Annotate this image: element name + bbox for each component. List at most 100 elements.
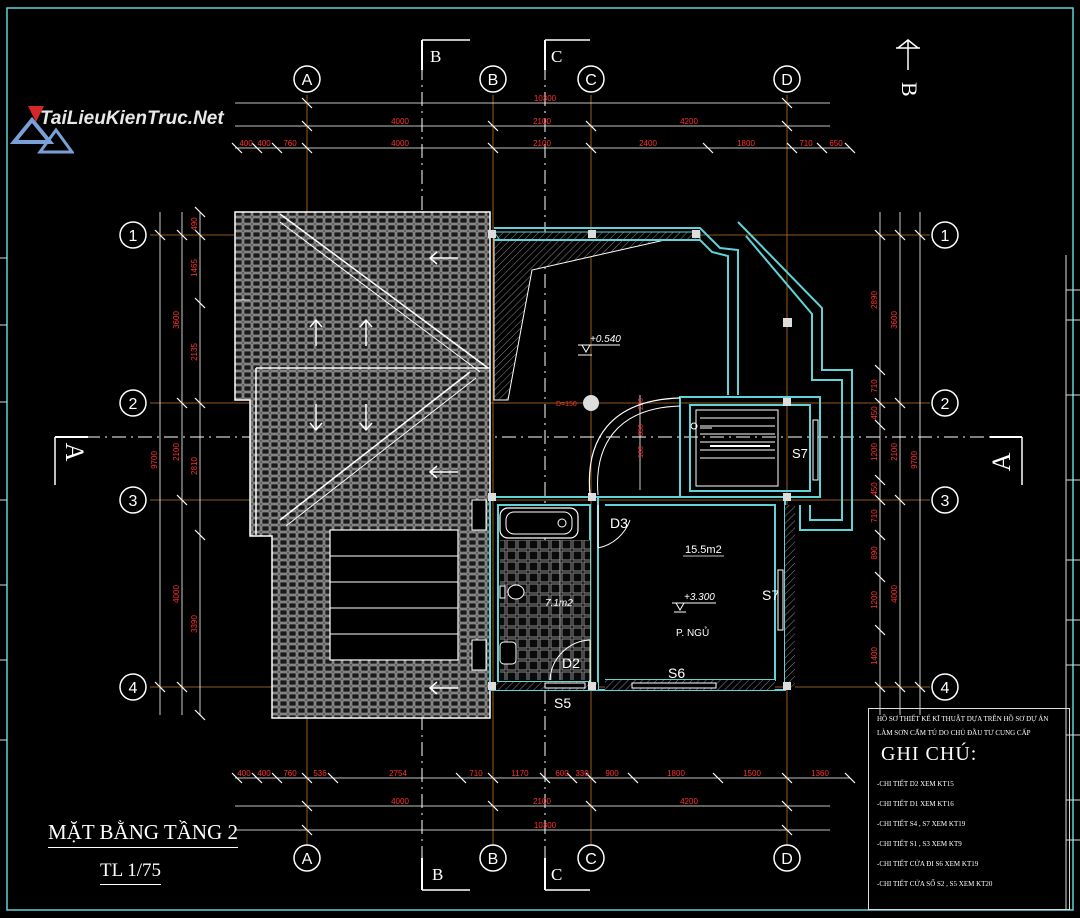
dim-top-overall: 10300	[534, 94, 557, 103]
door-d3-swing	[597, 505, 631, 549]
svg-text:3: 3	[941, 493, 950, 510]
dim-bottom-detail-13: 1360	[811, 769, 829, 778]
dim-left-detail-2: 1465	[190, 259, 199, 277]
grid-bubble-a-bottom: A	[293, 844, 321, 872]
section-marker-b-top-right	[896, 39, 920, 70]
dim-top-main-1: 4000	[391, 117, 409, 126]
watermark-logo: TaiLieuKienTruc.Net	[40, 108, 224, 129]
dim-right-detail-5: 450	[870, 482, 879, 496]
grid-bubble-c-top: C	[577, 65, 605, 93]
door-d2-swing	[549, 639, 591, 682]
grid-bubble-1-left: 1	[119, 221, 147, 249]
dim-left-main-3: 4000	[172, 585, 181, 603]
area-room: 15.5m2	[685, 544, 722, 556]
svg-text:3: 3	[129, 493, 138, 510]
dim-stair-2: 850	[638, 424, 645, 436]
columns	[488, 230, 792, 690]
level-room: +3.300	[684, 592, 715, 603]
level-upper: +0.540	[590, 334, 621, 345]
dim-right-detail-1: 2890	[870, 291, 879, 309]
dimension-lines	[159, 102, 921, 831]
section-cut-lines	[54, 39, 1023, 891]
svg-text:B: B	[488, 72, 499, 89]
grid-bubble-1-right: 1	[931, 221, 959, 249]
dim-bottom-main-2: 2100	[533, 797, 551, 806]
svg-text:4: 4	[941, 680, 950, 697]
dim-top-detail-7: 1800	[737, 139, 755, 148]
dim-bottom-detail-4: 536	[313, 769, 327, 778]
grid-bubble-3-right: 3	[931, 486, 959, 514]
dim-top-detail-5: 2100	[533, 139, 551, 148]
column-note: D=150	[556, 401, 577, 408]
dim-right-detail-2: 710	[870, 379, 879, 393]
dim-left-detail-1: 490	[190, 217, 199, 231]
grid-bubble-b-bottom: B	[479, 844, 507, 872]
dim-bottom-detail-7: 1170	[511, 769, 529, 778]
svg-text:D: D	[781, 851, 793, 868]
grid-bubble-3-left: 3	[119, 486, 147, 514]
window-s7-room: S7	[762, 587, 779, 603]
grid-bubble-2-left: 2	[119, 389, 147, 417]
grid-bubble-d-bottom: D	[773, 844, 801, 872]
door-d3: D3	[610, 515, 628, 531]
svg-text:4: 4	[129, 680, 138, 697]
grid-bubble-4-right: 4	[931, 673, 959, 701]
section-label-a-left: A	[60, 443, 89, 462]
hatched-strip	[493, 231, 701, 241]
note-item: -CHI TIẾT S1 , S3 XEM KT9	[877, 840, 962, 848]
svg-text:2: 2	[941, 396, 950, 413]
section-label-c-bottom: C	[551, 865, 562, 884]
section-label-b-bottom: B	[432, 865, 443, 884]
dim-bottom-main-1: 4000	[391, 797, 409, 806]
dim-bottom-detail-11: 1800	[667, 769, 685, 778]
svg-text:C: C	[585, 851, 597, 868]
section-label-b-top-right: B	[897, 82, 922, 97]
dim-right-overall: 9700	[910, 451, 919, 469]
note-item: -CHI TIẾT S4 , S7 XEM KT19	[877, 820, 966, 828]
svg-text:C: C	[585, 72, 597, 89]
level-upper-marker	[578, 344, 620, 356]
level-room-marker	[672, 602, 716, 613]
left-frame-ticks	[0, 257, 7, 741]
section-label-a-right: A	[987, 452, 1016, 471]
dim-left-main-1: 3600	[172, 311, 181, 329]
notes-header-line-2: LÀM SƠN CẨM TÚ DO CHỦ ĐẦU TƯ CUNG CẤP	[877, 729, 1031, 737]
svg-text:1: 1	[941, 228, 950, 245]
notes-header-line-1: HỒ SƠ THIẾT KẾ KĨ THUẬT DỰA TRÊN HỒ SƠ D…	[877, 715, 1049, 723]
room-name: P. NGỦ	[676, 626, 709, 639]
dim-bottom-detail-9: 330	[575, 769, 589, 778]
watermark-logo-mark	[10, 106, 74, 154]
grid-bubble-d-top: D	[773, 65, 801, 93]
svg-text:A: A	[302, 72, 313, 89]
dim-top-main-2: 2100	[533, 117, 551, 126]
stair	[690, 409, 779, 487]
roof-area	[234, 211, 491, 719]
dim-bottom-detail-1: 400	[237, 769, 251, 778]
dim-left-detail-3: 2135	[190, 343, 199, 361]
drawing-title: MẶT BẰNG TẦNG 2	[48, 820, 238, 848]
dim-right-detail-6: 710	[870, 509, 879, 523]
dim-top-detail-2: 400	[257, 139, 271, 148]
area-wc: 7.1m2	[545, 598, 573, 609]
dim-left-main-2: 2100	[172, 443, 181, 461]
window-s5: S5	[554, 695, 571, 711]
grid-bubble-b-top: B	[479, 65, 507, 93]
dim-top-detail-8: 710	[799, 139, 813, 148]
dim-right-main-2: 2100	[890, 443, 899, 461]
svg-text:D: D	[781, 72, 793, 89]
dim-top-detail-1: 400	[239, 139, 253, 148]
dim-right-main-3: 4000	[890, 585, 899, 603]
dim-left-detail-4: 2810	[190, 457, 199, 475]
grid-bubble-2-right: 2	[931, 389, 959, 417]
hatched-slab-edge	[493, 231, 701, 401]
bathroom	[499, 507, 590, 680]
dim-bottom-detail-10: 900	[605, 769, 619, 778]
dim-top-detail-9: 650	[829, 139, 843, 148]
dim-left-detail-5: 3390	[190, 615, 199, 633]
svg-text:2: 2	[129, 396, 138, 413]
curved-wall	[588, 397, 681, 496]
sheet-border	[6, 7, 1074, 911]
dim-right-detail-7: 890	[870, 546, 879, 560]
dim-left-overall: 9700	[150, 451, 159, 469]
dim-bottom-main-3: 4200	[680, 797, 698, 806]
